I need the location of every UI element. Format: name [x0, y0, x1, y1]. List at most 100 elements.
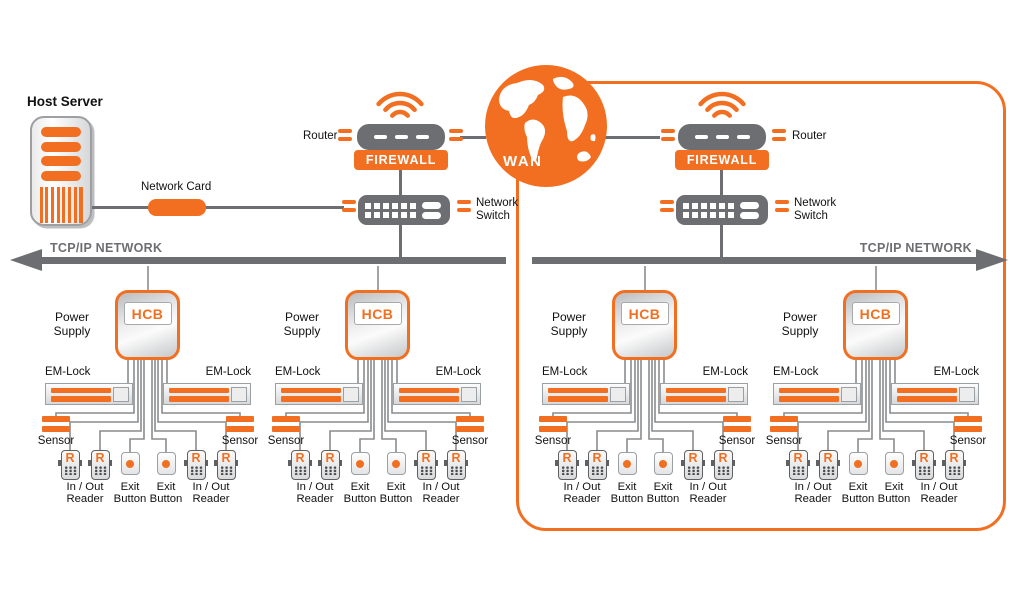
- em-lock-right-label: EM-Lock: [933, 366, 979, 378]
- in-out-reader-icon: R: [318, 450, 342, 480]
- switch-label-left: Network Switch: [476, 197, 519, 222]
- in-out-reader-icon: R: [184, 450, 208, 480]
- sensor-right-label: Sensor: [949, 435, 987, 447]
- exit-button-icon: [884, 452, 904, 475]
- in-out-reader-icon: R: [555, 450, 579, 480]
- firewall-badge-right: FIREWALL: [675, 150, 769, 170]
- reader-r-label: R: [295, 451, 305, 465]
- power-supply-label: Power Supply: [781, 310, 819, 338]
- wan-label: WAN: [503, 153, 543, 170]
- em-lock-left-icon: [773, 383, 861, 405]
- stem-switch-to-bus-left: [399, 225, 402, 258]
- link-dashes: [772, 129, 786, 144]
- keypad-icon: [821, 466, 835, 475]
- em-lock-right-icon: [891, 383, 979, 405]
- reader-r-label: R: [793, 451, 803, 465]
- in-out-reader-icon: R: [786, 450, 810, 480]
- cable-wan-to-router-right: [600, 136, 660, 139]
- in-out-reader-icon: R: [585, 450, 609, 480]
- hcb-label: HCB: [353, 302, 402, 325]
- host-server-icon: [30, 116, 92, 226]
- power-supply-label: Power Supply: [283, 310, 321, 338]
- cluster-wires: [783, 266, 969, 452]
- in-out-reader-icon: R: [444, 450, 468, 480]
- reader-r-label: R: [919, 451, 929, 465]
- reader-r-label: R: [421, 451, 431, 465]
- reader-r-label: R: [221, 451, 231, 465]
- keypad-icon: [63, 466, 77, 475]
- em-lock-right-label: EM-Lock: [702, 366, 748, 378]
- keypad-icon: [93, 466, 107, 475]
- keypad-icon: [219, 466, 233, 475]
- in-out-reader-icon: R: [414, 450, 438, 480]
- em-lock-left-label: EM-Lock: [45, 366, 91, 378]
- keypad-icon: [323, 466, 337, 475]
- hcb-controller: HCB: [612, 290, 677, 360]
- reader-r-label: R: [718, 451, 728, 465]
- reader-r-label: R: [823, 451, 833, 465]
- link-dashes: [661, 129, 675, 144]
- sensor-right-icon: [723, 416, 751, 436]
- keypad-icon: [716, 466, 730, 475]
- keypad-icon: [590, 466, 604, 475]
- sensor-left-label: Sensor: [37, 435, 75, 447]
- em-lock-left-label: EM-Lock: [542, 366, 588, 378]
- keypad-icon: [293, 466, 307, 475]
- keypad-icon: [686, 466, 700, 475]
- em-lock-right-icon: [660, 383, 748, 405]
- in-out-reader-icon: R: [214, 450, 238, 480]
- reader-r-label: R: [65, 451, 75, 465]
- router-left-icon: [357, 124, 445, 150]
- sensor-right-label: Sensor: [451, 435, 489, 447]
- in-out-reader-icon: R: [288, 450, 312, 480]
- em-lock-right-label: EM-Lock: [435, 366, 481, 378]
- tcpip-bus-left: [40, 257, 506, 264]
- stem-router-to-switch-left: [399, 148, 402, 196]
- switch-ports-icon: [422, 201, 441, 219]
- network-card-label: Network Card: [141, 181, 212, 193]
- hcb-label: HCB: [851, 302, 900, 325]
- stem-switch-to-bus-right: [720, 225, 723, 258]
- network-switch-left-icon: [358, 195, 450, 225]
- keypad-icon: [449, 466, 463, 475]
- in-out-reader-icon: R: [816, 450, 840, 480]
- em-lock-left-icon: [275, 383, 363, 405]
- cluster-wires: [55, 266, 241, 452]
- sensor-right-label: Sensor: [718, 435, 756, 447]
- cable-router-to-wan-left: [460, 136, 486, 139]
- in-out-reader-icon: R: [681, 450, 705, 480]
- wan-globe-icon: WAN: [485, 65, 607, 187]
- in-out-reader-icon: R: [58, 450, 82, 480]
- sensor-right-icon: [226, 416, 254, 436]
- reader-r-label: R: [451, 451, 461, 465]
- hcb-controller: HCB: [843, 290, 908, 360]
- keypad-icon: [560, 466, 574, 475]
- router-label-left: Router: [303, 130, 338, 142]
- keypad-icon: [947, 466, 961, 475]
- reader-r-label: R: [949, 451, 959, 465]
- cluster-wires: [285, 266, 471, 452]
- link-dashes: [338, 129, 352, 144]
- exit-button-icon: [120, 452, 140, 475]
- reader-r-label: R: [562, 451, 572, 465]
- em-lock-right-label: EM-Lock: [205, 366, 251, 378]
- power-supply-label: Power Supply: [550, 310, 588, 338]
- wan-zone-border: [516, 81, 1006, 531]
- wifi-icon-left: [376, 91, 424, 118]
- reader-r-label: R: [592, 451, 602, 465]
- em-lock-left-label: EM-Lock: [773, 366, 819, 378]
- exit-button-icon: [386, 452, 406, 475]
- link-dashes: [775, 200, 789, 215]
- hcb-label: HCB: [620, 302, 669, 325]
